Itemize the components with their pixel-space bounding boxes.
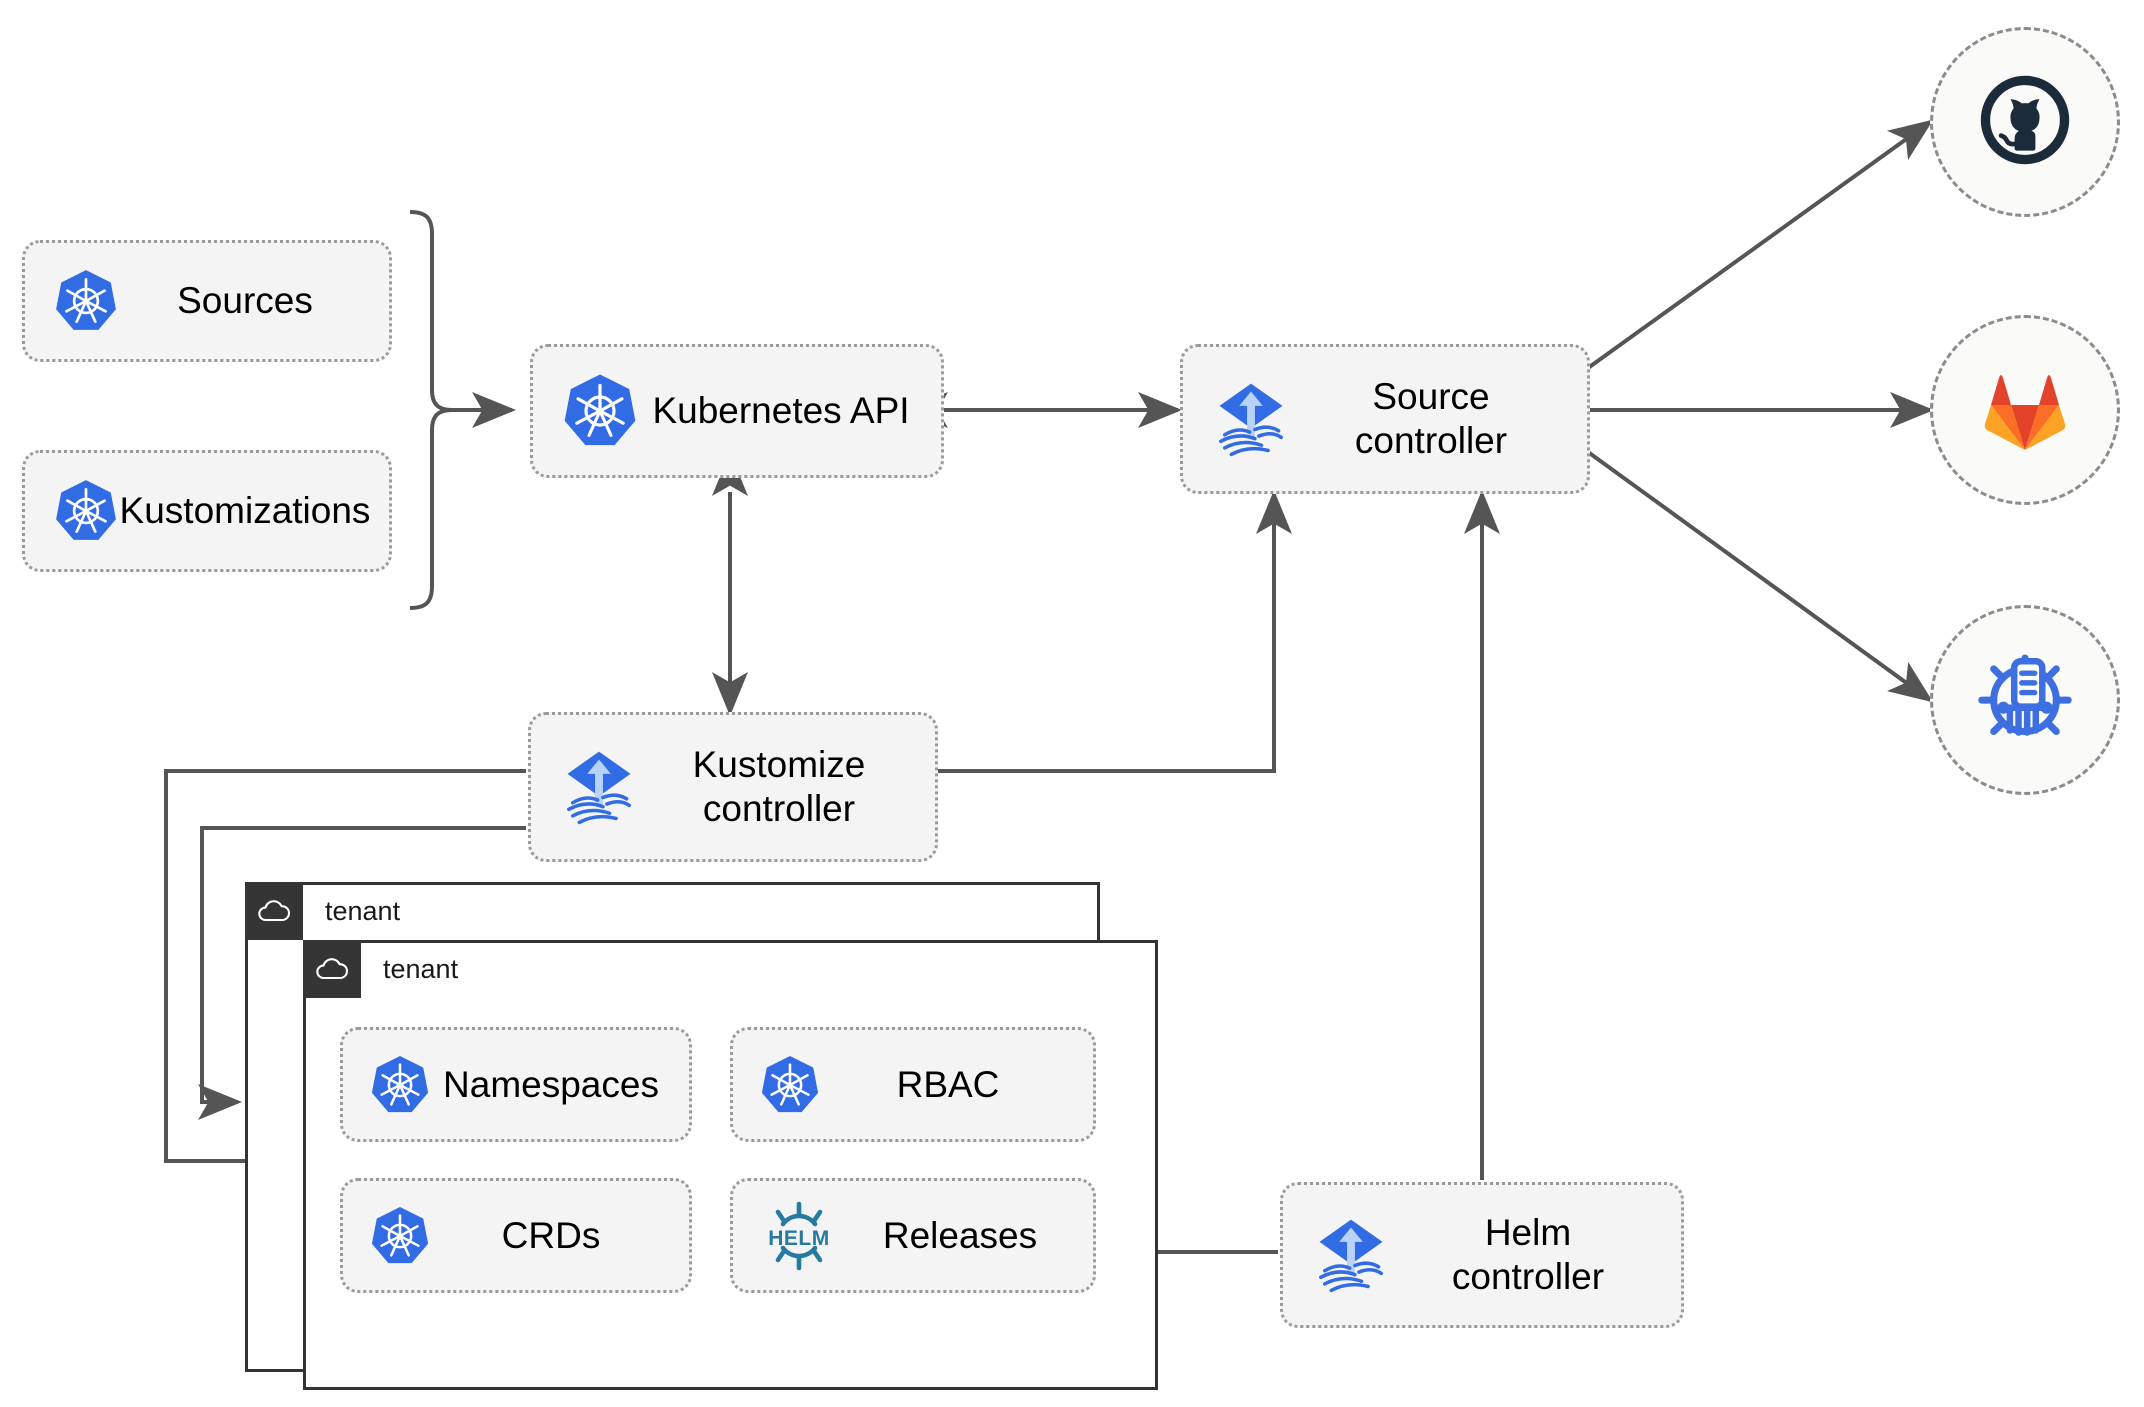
node-label: Sources xyxy=(177,280,313,322)
tenant-label: tenant xyxy=(383,953,459,984)
node-namespaces[interactable]: Namespaces xyxy=(340,1027,692,1142)
kubernetes-icon xyxy=(369,1205,431,1267)
node-kustomize-controller[interactable]: Kustomize controller xyxy=(528,712,938,862)
node-sources[interactable]: Sources xyxy=(22,240,392,362)
svg-text:HELM: HELM xyxy=(768,1227,830,1250)
node-kustomizations[interactable]: Kustomizations xyxy=(22,450,392,572)
gitlab-icon xyxy=(1975,360,2075,461)
flux-icon xyxy=(557,745,641,829)
external-github[interactable] xyxy=(1930,27,2120,217)
kubernetes-icon xyxy=(561,372,639,450)
node-label: Helm controller xyxy=(1451,1212,1605,1297)
external-gitlab[interactable] xyxy=(1930,315,2120,505)
cloud-icon xyxy=(303,940,361,998)
cloud-icon xyxy=(245,882,303,940)
tenant-panel-inner[interactable]: tenant xyxy=(303,940,1158,1390)
flux-icon xyxy=(1209,377,1293,461)
kubernetes-icon xyxy=(759,1054,821,1116)
external-helm-repo[interactable] xyxy=(1930,605,2120,795)
node-label: Kustomize controller xyxy=(692,744,866,829)
node-helm-controller[interactable]: Helm controller xyxy=(1280,1182,1684,1328)
kubernetes-icon xyxy=(369,1054,431,1116)
node-source-controller[interactable]: Source controller xyxy=(1180,344,1590,494)
tenant-header: tenant xyxy=(245,882,400,940)
tenant-header: tenant xyxy=(303,940,458,998)
edge-kustomize-to-source-controller xyxy=(938,490,1292,773)
edge-source-controller-to-helm-repo xyxy=(1586,450,1934,703)
node-label: RBAC xyxy=(896,1063,1000,1105)
node-releases[interactable]: HELM Releases xyxy=(730,1178,1096,1293)
tenant-label: tenant xyxy=(325,895,401,926)
node-label: Kubernetes API xyxy=(652,390,910,432)
github-icon xyxy=(1973,68,2077,177)
flux-icon xyxy=(1309,1213,1393,1297)
node-label: Releases xyxy=(882,1214,1038,1256)
edge-resources-brace xyxy=(409,210,453,610)
node-rbac[interactable]: RBAC xyxy=(730,1027,1096,1142)
helm-icon: HELM xyxy=(753,1201,845,1271)
node-label: Source controller xyxy=(1354,376,1508,461)
helm-repo-icon xyxy=(1971,644,2079,757)
node-crds[interactable]: CRDs xyxy=(340,1178,692,1293)
node-label: CRDs xyxy=(501,1214,601,1256)
kubernetes-icon xyxy=(53,478,119,544)
edge-source-controller-to-github xyxy=(1586,119,1934,370)
node-label: Kustomizations xyxy=(119,490,371,532)
node-label: Namespaces xyxy=(443,1063,659,1105)
node-kubernetes-api[interactable]: Kubernetes API xyxy=(530,344,944,478)
kubernetes-icon xyxy=(53,268,119,334)
